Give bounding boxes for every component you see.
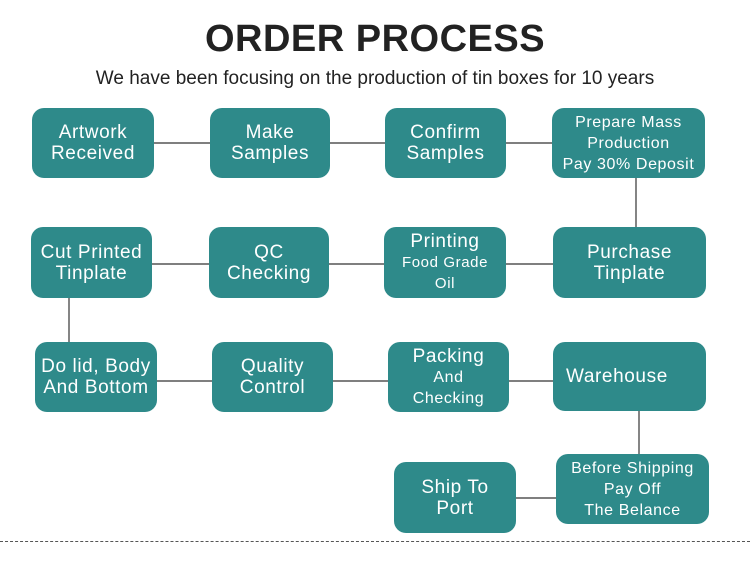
step-label-line: Tinplate [593,262,666,284]
step-label-line: Food Grade [401,254,489,271]
step-label-line: Quality [240,356,305,377]
step-label-line: Production [587,134,670,152]
step-label-line: Before Shipping [571,459,694,477]
step-label-line: Samples [406,143,485,164]
step-quality-control: Quality Control [212,342,333,412]
step-label-line: Cut Printed [40,241,143,263]
step-label-line: Control [239,377,306,398]
page-subtitle: We have been focusing on the production … [95,68,655,89]
bottom-divider [0,541,750,542]
step-label-line: The Belance [584,501,681,519]
step-do-lid-body-bottom: Do lid, Body And Bottom [35,342,157,412]
step-qc-checking: QC Checking [209,227,329,298]
step-label-line: Received [50,143,135,164]
step-cut-printed-tinplate: Cut Printed Tinplate [31,227,152,298]
step-label-line: Do lid, Body [41,356,151,377]
step-label-line: Ship To [421,476,489,498]
step-ship-to-port: Ship To Port [394,462,516,533]
step-label-line: And [433,368,464,386]
step-label-line: Pay 30% Deposit [562,155,695,173]
step-prepare-mass-production: Prepare Mass Production Pay 30% Deposit [552,108,705,178]
step-label-line: Port [436,497,474,519]
step-label-line: Packing [412,345,485,367]
step-label-line: Oil [434,275,456,292]
step-label-line: Checking [412,389,485,407]
step-confirm-samples: Confirm Samples [385,108,506,178]
step-label-line: Prepare Mass [575,113,682,131]
step-warehouse: Warehouse [553,342,706,411]
step-printing: Printing Food Grade Oil [384,227,506,298]
step-label-line: Confirm [410,122,481,143]
step-make-samples: Make Samples [210,108,330,178]
step-label-line: Pay Off [603,480,662,498]
step-label-line: QC [254,241,284,263]
step-label-line: Purchase [586,241,673,263]
step-label-line: Make [245,122,295,143]
step-label-line: And Bottom [43,377,149,398]
step-label-line: Samples [230,143,310,164]
step-label-line: Checking [226,262,311,284]
step-label-line: Printing [410,231,480,252]
step-label-line: Tinplate [55,262,128,284]
step-label-line: Warehouse [566,366,668,387]
step-before-shipping: Before Shipping Pay Off The Belance [556,454,709,524]
step-label-line: Artwork [58,122,128,143]
step-artwork-received: Artwork Received [32,108,154,178]
step-purchase-tinplate: Purchase Tinplate [553,227,706,298]
step-packing-and-checking: Packing And Checking [388,342,509,412]
page-title: ORDER PROCESS [204,18,546,60]
